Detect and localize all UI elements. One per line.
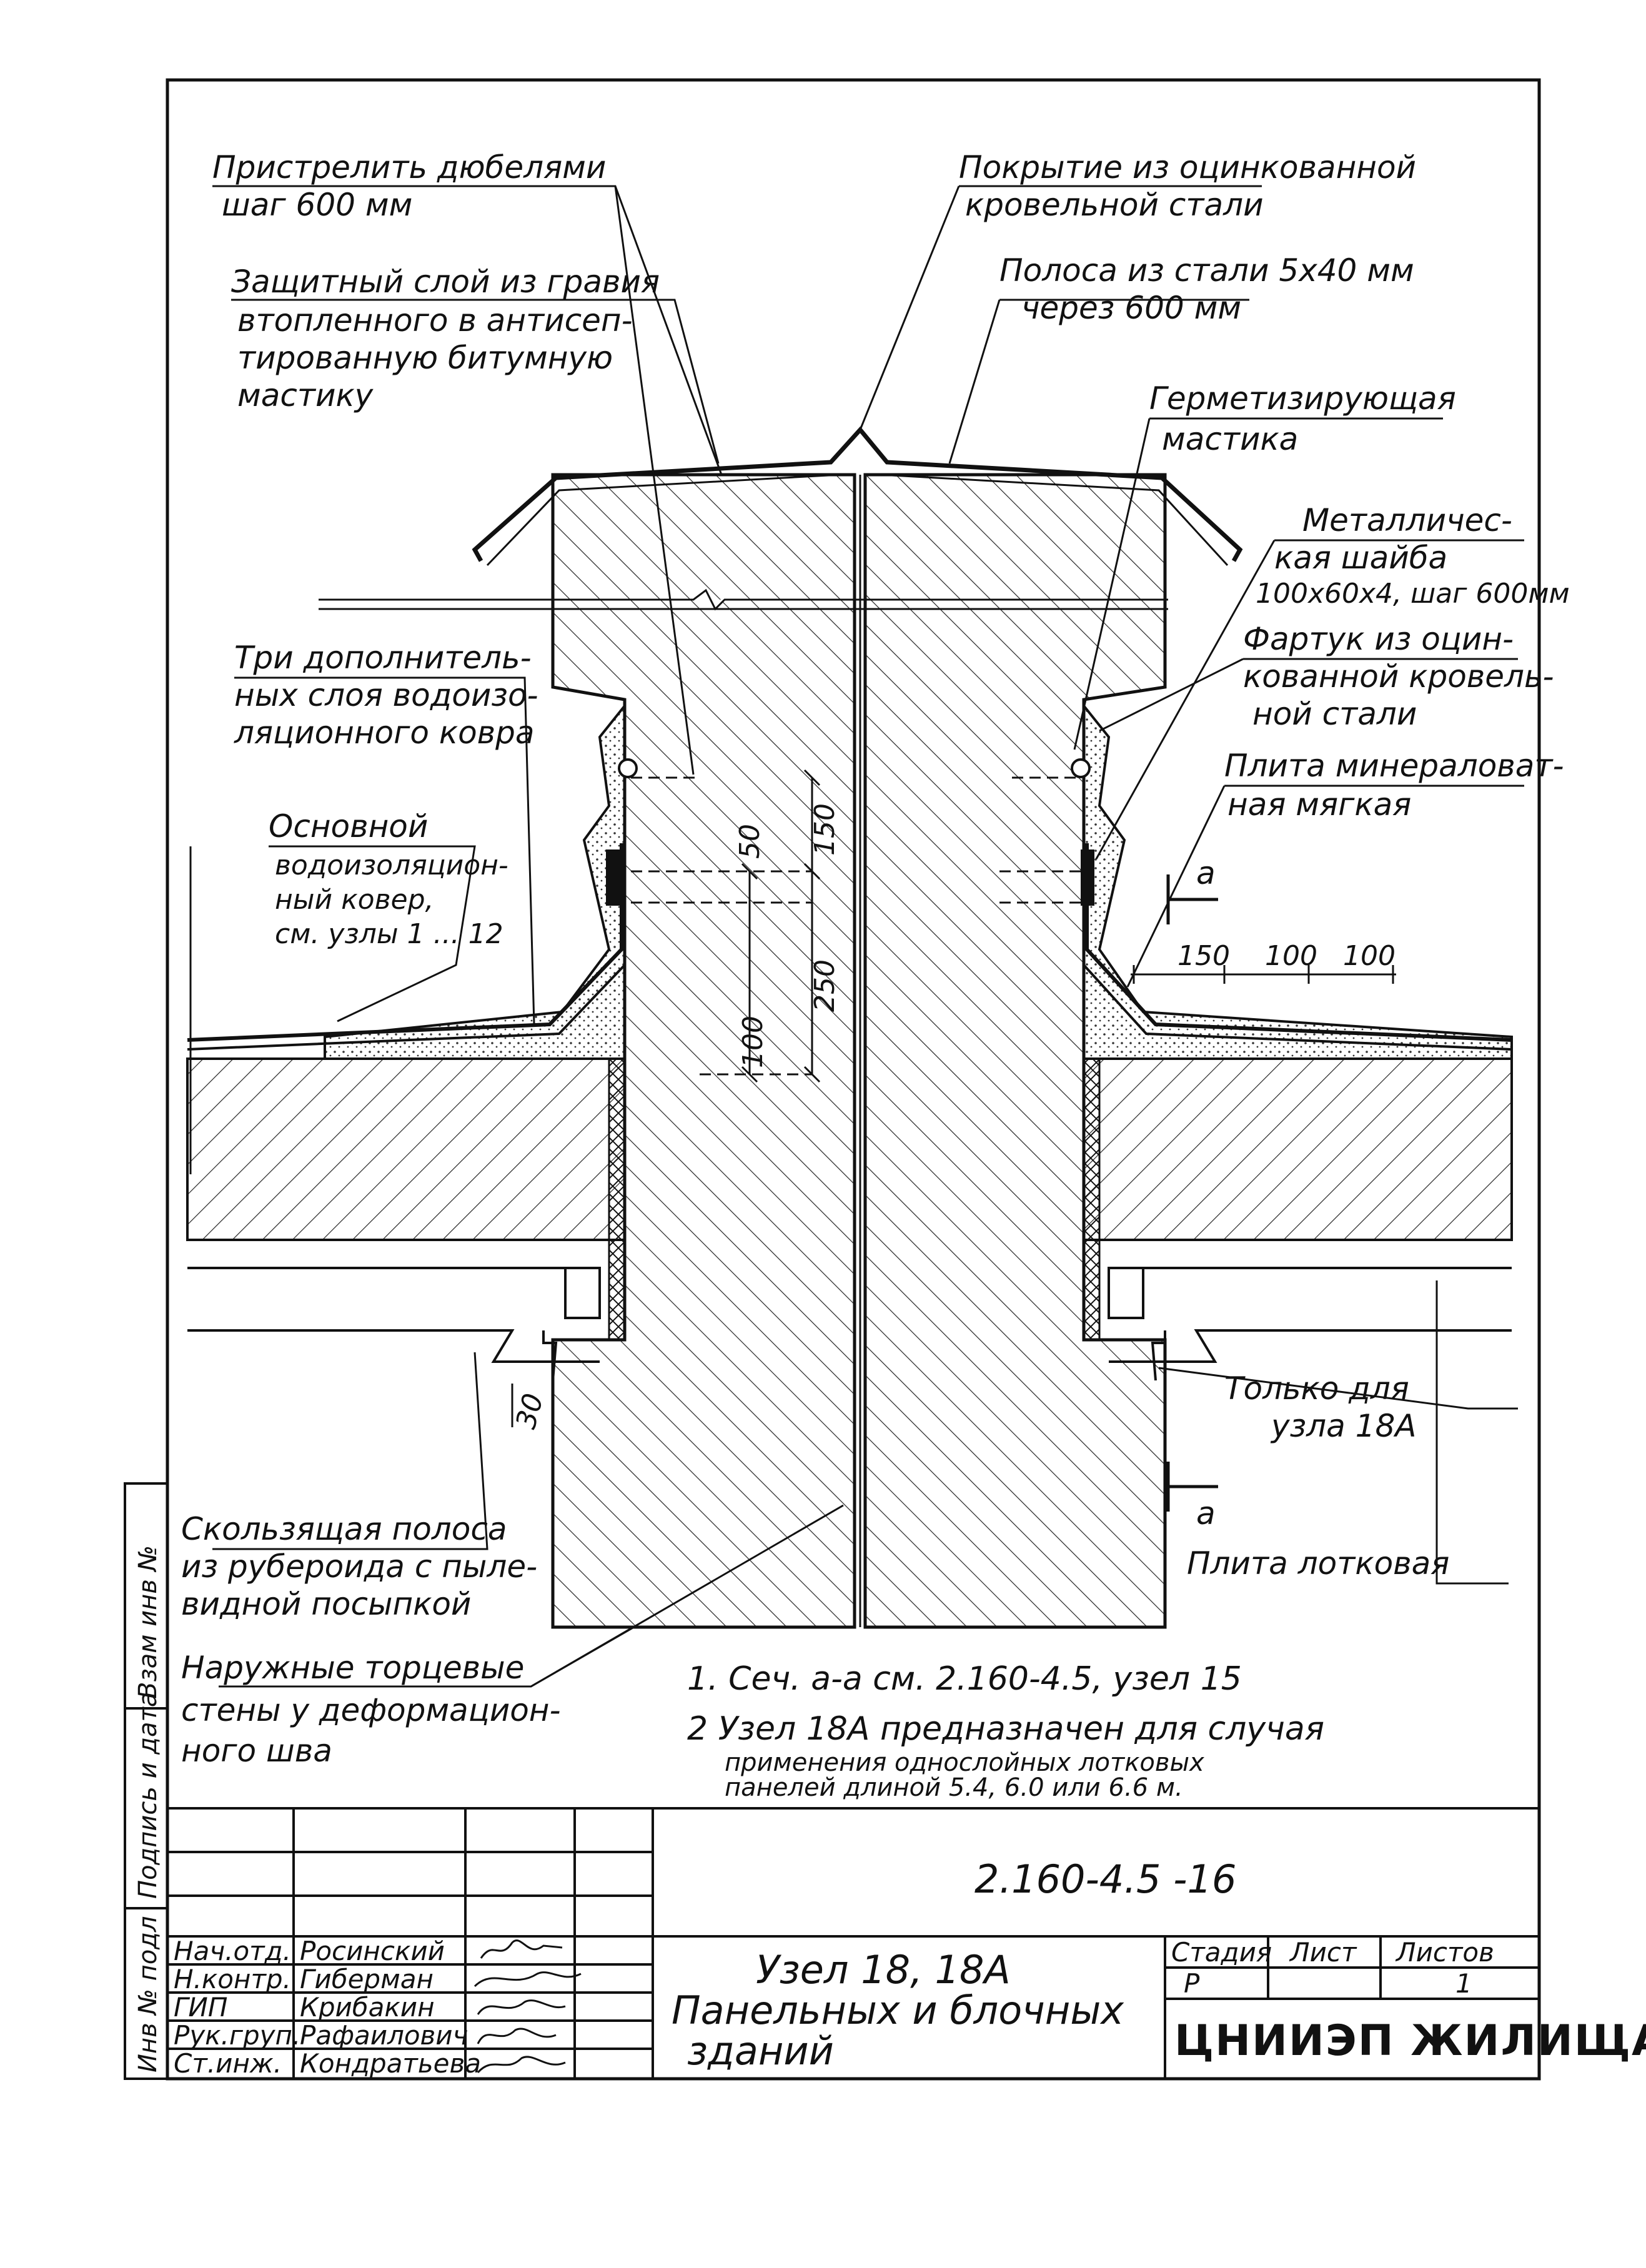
- label-three-1: Три дополнитель-: [234, 640, 532, 676]
- label-main-4: см. узлы 1 ... 12: [275, 918, 503, 950]
- side-stamp-s2: Подпись и дата: [134, 1692, 162, 1899]
- name-1: Гиберман: [300, 1964, 434, 1994]
- side-stamp: Взам инв № Подпись и дата Инв № подл: [124, 1482, 169, 2080]
- role-1: Н.контр.: [174, 1964, 291, 1994]
- sheets-header: Листов: [1395, 1937, 1494, 1968]
- sheet-frame: [166, 78, 1541, 2081]
- label-cover-1: Покрытие из оцинкованной: [959, 149, 1416, 186]
- dim-100: 100: [737, 1016, 769, 1068]
- label-tray: Плита лотковая: [1187, 1545, 1449, 1582]
- role-2: ГИП: [174, 1992, 227, 2023]
- label-sealant-1: Герметизирующая: [1149, 380, 1456, 417]
- label-apron-2: кованной кровель-: [1243, 658, 1554, 695]
- dim-150: 150: [809, 803, 841, 856]
- label-wool-2: ная мягкая: [1227, 786, 1411, 823]
- section-mark-upper: а: [1166, 855, 1218, 924]
- label-slide-3: видной посыпкой: [181, 1586, 471, 1622]
- label-apron-1: Фартук из оцин-: [1243, 621, 1514, 657]
- break-line: [319, 588, 1168, 611]
- label-gravel-1: Защитный слой из гравия: [231, 264, 660, 300]
- label-cover-2: кровельной стали: [965, 187, 1264, 223]
- label-washer-3: 100х60х4, шаг 600мм: [1256, 578, 1570, 610]
- role-3: Рук.груп.: [174, 2020, 300, 2051]
- label-strip-2: через 600 мм: [1021, 290, 1241, 326]
- stage-header: Стадия: [1171, 1937, 1272, 1968]
- floor-slab-left: [186, 1057, 626, 1241]
- label-gravel-2: втопленного в антисеп-: [237, 302, 633, 339]
- label-slide-1: Скользящая полоса: [181, 1511, 507, 1547]
- side-stamp-s1: Инв № подл: [134, 1916, 162, 2072]
- label-only-2: узла 18А: [1270, 1408, 1417, 1444]
- dim-50: 50: [734, 824, 766, 859]
- label-strip-1: Полоса из стали 5х40 мм: [999, 252, 1414, 289]
- label-dowels-2: шаг 600 мм: [222, 187, 412, 223]
- drawing-title-3: зданий: [687, 2028, 834, 2074]
- label-apron-3: ной стали: [1252, 696, 1417, 732]
- floor-slab-right: [1083, 1057, 1513, 1241]
- note-2-1: 2 Узел 18А предназначен для случая: [687, 1710, 1324, 1748]
- label-walls-3: ного шва: [181, 1733, 332, 1769]
- name-2: Крибакин: [300, 1992, 435, 2023]
- role-4: Ст.инж.: [174, 2048, 282, 2079]
- note-2-2: применения однослойных лотковых: [725, 1748, 1204, 1777]
- title-block: 2.160-4.5 -16 Нач.отд. Н.контр. ГИП Рук.…: [167, 1807, 1646, 2079]
- stage-value: Р: [1184, 1968, 1200, 1999]
- dim-h100b: 100: [1343, 940, 1396, 972]
- junction-drawing: [186, 426, 1513, 1629]
- sheets-value: 1: [1455, 1968, 1472, 1999]
- mineral-wool-right: [1083, 1057, 1101, 1341]
- label-washer-1: Металличес-: [1302, 502, 1512, 538]
- note-2-3: панелей длиной 5.4, 6.0 или 6.6 м.: [725, 1773, 1183, 1802]
- signatures: [473, 1939, 582, 2074]
- side-stamp-s3: Взам инв №: [134, 1545, 162, 1699]
- washer-left: [606, 849, 620, 906]
- label-walls-1: Наружные торцевые: [181, 1650, 524, 1686]
- label-slide-2: из рубероида с пыле-: [181, 1548, 537, 1585]
- leader-lines: [189, 185, 1524, 1688]
- upstand-left: [324, 702, 626, 1060]
- name-0: Росинский: [300, 1936, 445, 1966]
- tray-panel-left: [187, 1267, 600, 1363]
- label-main-1: Основной: [269, 808, 428, 844]
- label-gravel-3: тированную битумную: [237, 340, 613, 376]
- label-dowels-1: Пристрелить дюбелями: [212, 149, 606, 186]
- label-three-2: ных слоя водоизо-: [234, 677, 538, 713]
- tray-panel-right: [1109, 1267, 1512, 1363]
- dim-250: 250: [809, 959, 841, 1012]
- organization: ЦНИИЭП ЖИЛИЩА: [1174, 2016, 1646, 2066]
- label-washer-2: кая шайба: [1274, 540, 1447, 576]
- dim-30: 30: [510, 1390, 550, 1432]
- general-notes: 1. Сеч. а-а см. 2.160-4.5, узел 15 2 Узе…: [687, 1660, 1324, 1802]
- washer-right: [1081, 849, 1094, 906]
- section-mark-lower: а: [1166, 1462, 1218, 1532]
- svg-text:а: а: [1196, 1495, 1216, 1532]
- mineral-wool-left: [608, 1057, 626, 1341]
- callout-labels: Пристрелить дюбелями шаг 600 мм Покрытие…: [181, 149, 1570, 1769]
- name-4: Кондратьева: [300, 2048, 481, 2079]
- doc-code: 2.160-4.5 -16: [974, 1856, 1236, 1902]
- drawing-title-1: Узел 18, 18А: [756, 1947, 1011, 1993]
- upstand-right: [1083, 702, 1513, 1060]
- svg-text:а: а: [1196, 855, 1216, 891]
- dim-h100a: 100: [1265, 940, 1317, 972]
- label-wool-1: Плита минераловат-: [1224, 748, 1564, 784]
- label-main-2: водоизоляцион-: [275, 849, 508, 881]
- sheet-header: Лист: [1289, 1937, 1357, 1968]
- label-sealant-2: мастика: [1162, 421, 1298, 457]
- label-gravel-4: мастику: [237, 377, 374, 413]
- label-walls-2: стены у деформацион-: [181, 1692, 561, 1728]
- label-main-3: ный ковер,: [275, 884, 434, 916]
- name-3: Рафаилович: [300, 2020, 468, 2051]
- drawing-title-2: Панельных и блочных: [672, 1988, 1124, 2033]
- label-three-3: ляционного ковра: [234, 715, 535, 751]
- label-only-1: Только для: [1224, 1370, 1409, 1407]
- note-1: 1. Сеч. а-а см. 2.160-4.5, узел 15: [687, 1660, 1242, 1698]
- dim-h150: 150: [1177, 940, 1230, 972]
- role-0: Нач.отд.: [174, 1936, 291, 1966]
